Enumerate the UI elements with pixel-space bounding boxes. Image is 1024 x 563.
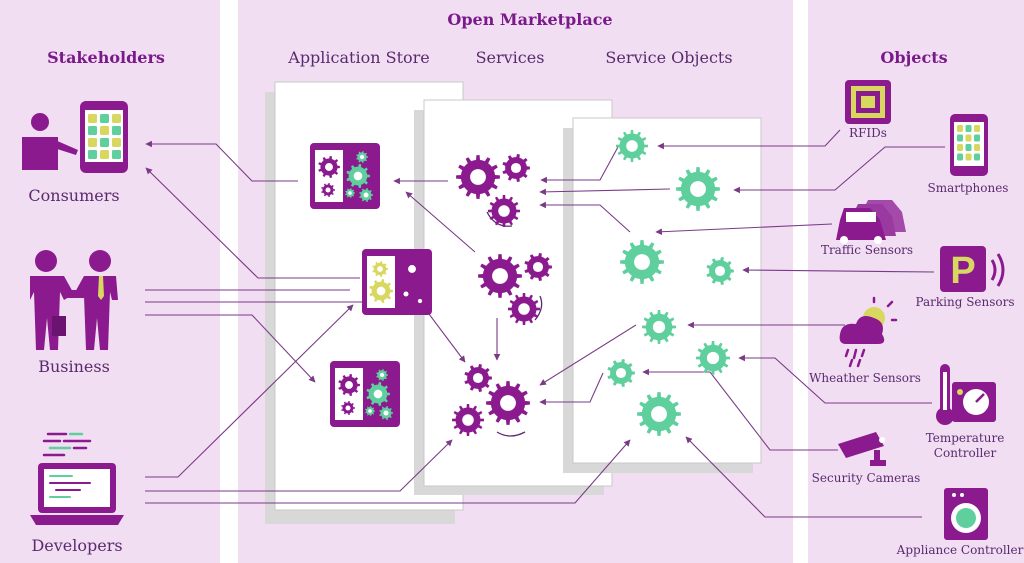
- service-gear-icon: [486, 381, 530, 425]
- app-gear-icon: [376, 369, 388, 381]
- app-tile-icon: [957, 144, 963, 151]
- app-gear-icon: [366, 382, 390, 406]
- app-gear-icon: [341, 401, 355, 415]
- developer-laptop-icon: [30, 432, 124, 525]
- app-tile-icon: [965, 134, 972, 142]
- gears: [452, 130, 734, 436]
- app-tile-icon: [112, 138, 121, 147]
- stakeholder-developers: Developers: [31, 536, 123, 555]
- service-gear-icon: [508, 293, 540, 325]
- app-tile-icon: [88, 126, 97, 135]
- object-traffic-sensors: Traffic Sensors: [820, 243, 914, 257]
- app-tile-icon: [88, 150, 97, 159]
- app-gear-icon: [356, 151, 368, 163]
- service-gear-icon: [478, 254, 522, 298]
- marketplace-title: Open Marketplace: [447, 10, 613, 29]
- appliance-controller-icon: [944, 488, 988, 540]
- app-tile-icon: [965, 125, 972, 132]
- app-tile-icon: [974, 134, 980, 142]
- app-tile-icon: [112, 126, 121, 135]
- app-tile-icon: [88, 114, 97, 123]
- app-gear-icon: [365, 406, 375, 416]
- stakeholder-business: Business: [38, 357, 110, 376]
- app-tile-icon: [112, 150, 121, 159]
- app-window-1: [310, 143, 380, 209]
- app-tile-icon: [957, 153, 963, 161]
- service-object-gear-icon: [642, 310, 676, 344]
- objects-panel: [808, 0, 1024, 563]
- app-gear-icon: [345, 188, 355, 198]
- service-object-gear-icon: [696, 341, 730, 375]
- service-object-gear-icon: [637, 392, 681, 436]
- object-rfids: RFIDs: [849, 126, 887, 140]
- column-application-store: Application Store: [288, 48, 430, 67]
- app-gear-icon: [414, 295, 426, 307]
- app-gear-icon: [372, 261, 388, 277]
- app-tile-icon: [100, 150, 109, 159]
- service-gear-icon: [502, 154, 530, 182]
- app-gear-icon: [399, 287, 413, 301]
- stakeholders-header: Stakeholders: [47, 48, 165, 67]
- app-tile-icon: [957, 125, 963, 132]
- service-gear-icon: [488, 195, 520, 227]
- app-gear-icon: [346, 164, 370, 188]
- weather-sensor-icon: [839, 296, 898, 368]
- app-tile-icon: [88, 138, 97, 147]
- app-tile-icon: [974, 125, 980, 132]
- app-store-windows: [310, 143, 432, 427]
- app-tile-icon: [974, 144, 980, 151]
- service-object-gear-icon: [616, 130, 648, 162]
- stakeholder-consumers: Consumers: [28, 186, 120, 205]
- object-smartphones: Smartphones: [927, 181, 1009, 195]
- smartphone-icon: [950, 114, 988, 176]
- object-parking-sensors: Parking Sensors: [915, 295, 1015, 309]
- temperature-controller-icon: [936, 364, 996, 425]
- service-gear-icon: [452, 404, 484, 436]
- app-tile-icon: [974, 153, 980, 161]
- service-object-gear-icon: [706, 257, 734, 285]
- app-gear-icon: [318, 156, 340, 178]
- service-object-gear-icon: [607, 359, 635, 387]
- business-handshake-icon: [30, 250, 118, 350]
- parking-sensor-icon: P: [940, 246, 1005, 292]
- column-service-objects: Service Objects: [605, 48, 733, 67]
- app-gear-icon: [379, 406, 393, 420]
- consumer-phone-icon: [80, 101, 128, 173]
- object-appliance-controller: Appliance Controller: [896, 543, 1024, 557]
- consumer-person-icon: [22, 113, 78, 170]
- object-security-cameras: Security Cameras: [811, 471, 921, 485]
- object-temperature-controller: Temperature Controller: [925, 431, 1005, 460]
- app-tile-icon: [965, 153, 972, 161]
- parking-letter: P: [950, 250, 975, 292]
- business-tie-icon: [98, 276, 104, 300]
- app-tile-icon: [100, 126, 109, 135]
- app-gear-icon: [338, 374, 360, 396]
- app-tile-icon: [957, 134, 963, 142]
- traffic-sensor-cars-icon: [836, 200, 906, 244]
- app-tile-icon: [112, 114, 121, 123]
- app-tile-icon: [965, 144, 972, 151]
- app-window-3: [330, 361, 400, 427]
- column-services: Services: [475, 48, 545, 67]
- app-gear-icon: [369, 279, 393, 303]
- app-tile-icon: [100, 138, 109, 147]
- objects-header: Objects: [880, 48, 948, 67]
- rfid-icon: [845, 80, 891, 124]
- service-gear-icon: [464, 364, 492, 392]
- app-gear-icon: [359, 188, 373, 202]
- service-object-gear-icon: [620, 240, 664, 284]
- security-camera-icon: [838, 432, 886, 466]
- connector-lines: [145, 129, 945, 518]
- app-gear-icon: [321, 183, 335, 197]
- service-object-gear-icon: [676, 167, 720, 211]
- service-gear-icon: [524, 253, 552, 281]
- service-gear-icon: [456, 155, 500, 199]
- app-window-2: [362, 249, 432, 315]
- app-tile-icon: [100, 114, 109, 123]
- app-gear-icon: [401, 258, 423, 280]
- object-weather-sensors: Wheather Sensors: [809, 371, 921, 385]
